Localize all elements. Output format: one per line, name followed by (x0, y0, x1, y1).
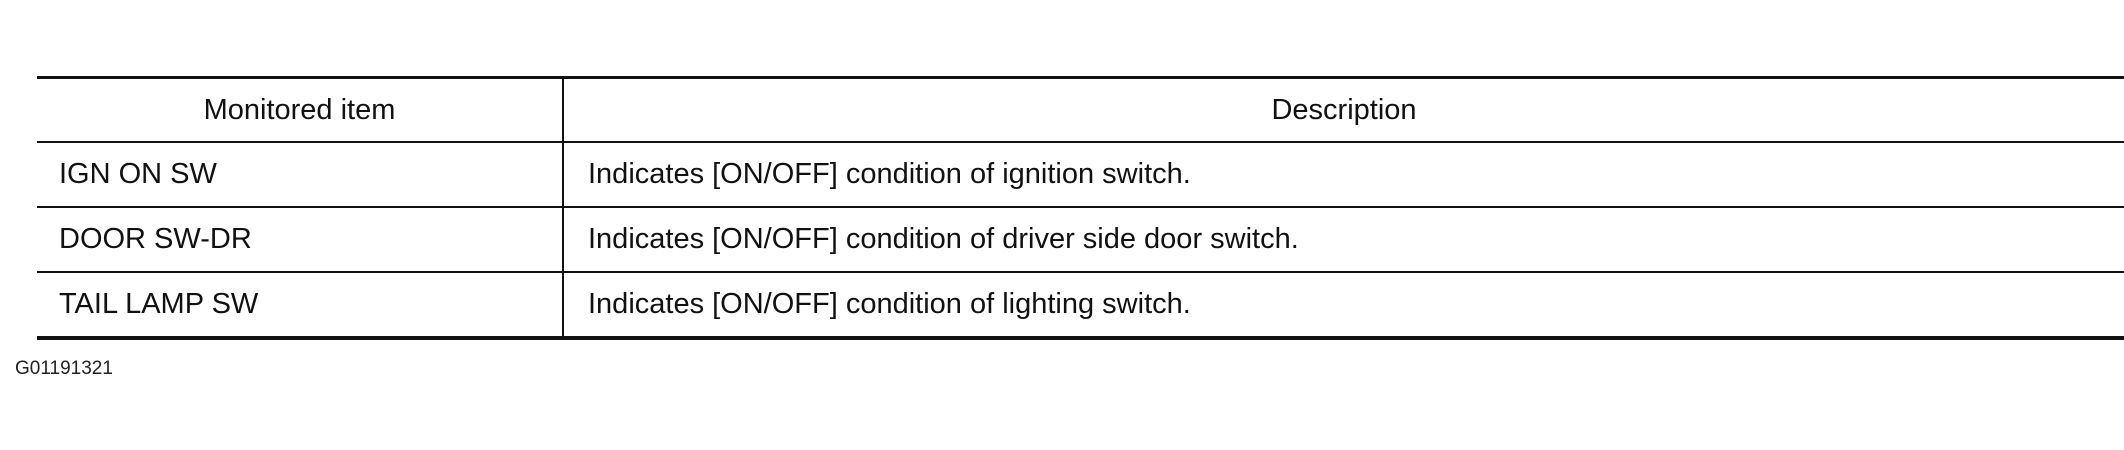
monitored-item-cell: DOOR SW-DR (37, 207, 564, 273)
description-cell: Indicates [ON/OFF] condition of ignition… (563, 142, 2124, 208)
header-description: Description (563, 76, 2124, 143)
table-row: DOOR SW-DR Indicates [ON/OFF] condition … (37, 207, 2124, 273)
figure-code: G01191321 (15, 358, 113, 379)
monitor-items-table: Monitored item Description IGN ON SW Ind… (37, 76, 2124, 340)
table-header-row: Monitored item Description (37, 76, 2124, 143)
table-row: TAIL LAMP SW Indicates [ON/OFF] conditio… (37, 272, 2124, 340)
table-row: IGN ON SW Indicates [ON/OFF] condition o… (37, 142, 2124, 208)
table-body: IGN ON SW Indicates [ON/OFF] condition o… (37, 142, 2124, 340)
monitored-item-cell: TAIL LAMP SW (37, 272, 564, 340)
description-cell: Indicates [ON/OFF] condition of lighting… (563, 272, 2124, 340)
description-cell: Indicates [ON/OFF] condition of driver s… (563, 207, 2124, 273)
table-header: Monitored item Description (37, 76, 2124, 143)
monitored-item-cell: IGN ON SW (37, 142, 564, 208)
header-monitored-item: Monitored item (37, 76, 564, 143)
